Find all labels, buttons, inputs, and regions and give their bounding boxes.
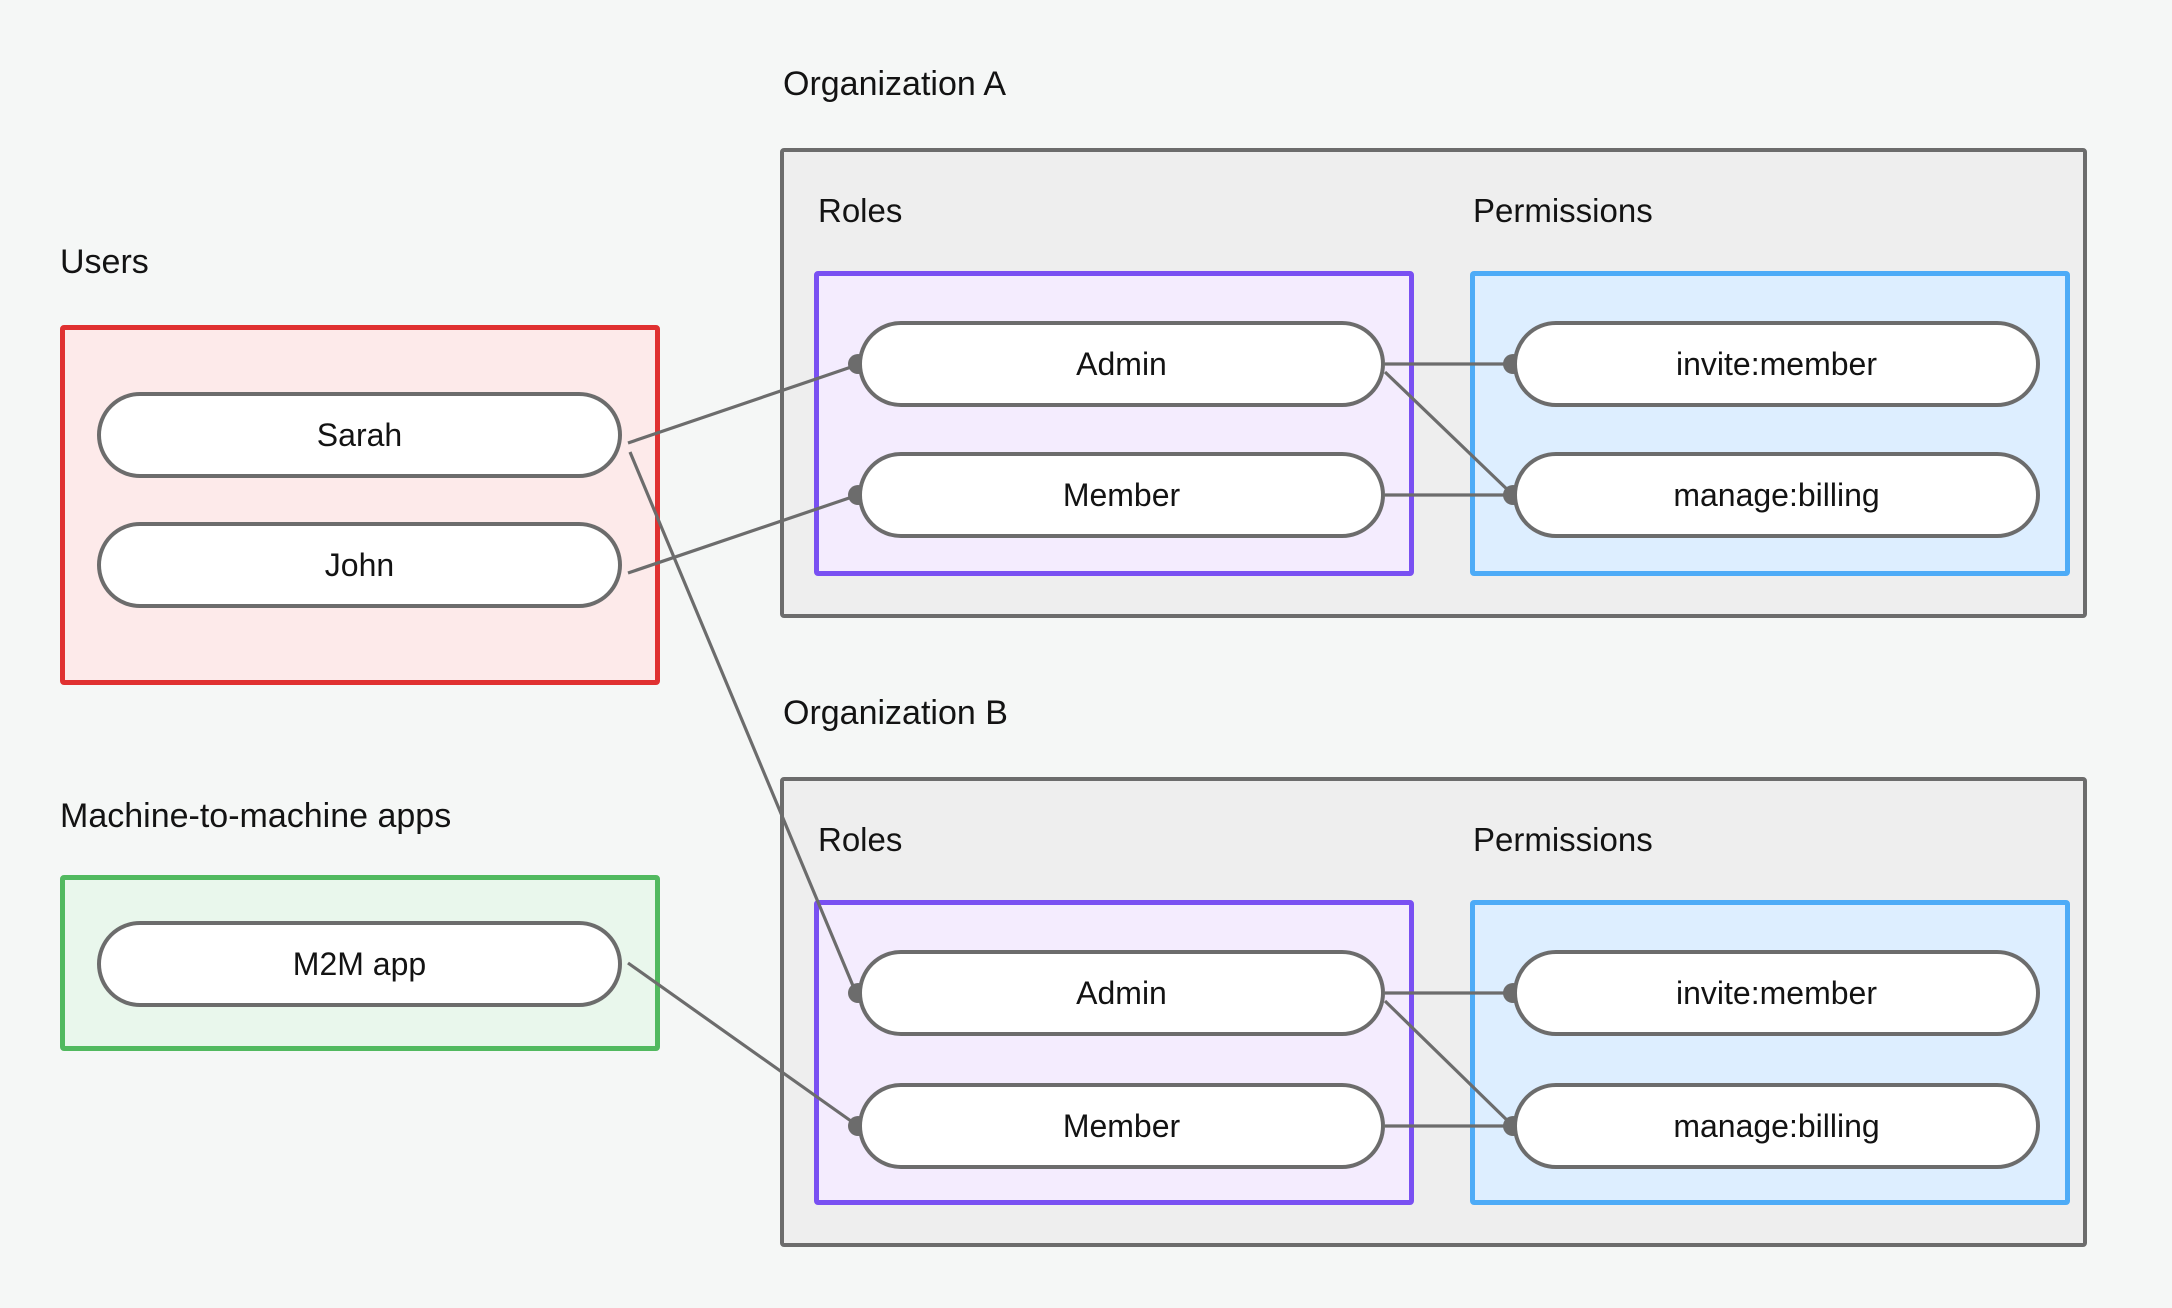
user-pill-sarah[interactable]: Sarah: [97, 392, 622, 478]
org-b-role-pill-admin[interactable]: Admin: [858, 950, 1385, 1036]
org-a-permission-pill-manage-billing[interactable]: manage:billing: [1513, 452, 2040, 538]
org-a-role-pill-member[interactable]: Member: [858, 452, 1385, 538]
org-a-role-pill-admin[interactable]: Admin: [858, 321, 1385, 407]
org-b-permission-pill-manage-billing[interactable]: manage:billing: [1513, 1083, 2040, 1169]
org-b-title: Organization B: [783, 694, 1008, 732]
org-b-permission-pill-invite-member[interactable]: invite:member: [1513, 950, 2040, 1036]
org-a-title: Organization A: [783, 65, 1007, 103]
m2m-group-title: Machine-to-machine apps: [60, 797, 452, 835]
users-group-box: [60, 325, 660, 685]
org-a-permission-pill-invite-member[interactable]: invite:member: [1513, 321, 2040, 407]
org-b-roles-title: Roles: [818, 821, 903, 858]
m2m-pill-app[interactable]: M2M app: [97, 921, 622, 1007]
org-a-roles-title: Roles: [818, 192, 903, 229]
users-group-title: Users: [60, 243, 149, 281]
org-b-permissions-title: Permissions: [1473, 821, 1653, 858]
org-a-permissions-title: Permissions: [1473, 192, 1653, 229]
org-b-role-pill-member[interactable]: Member: [858, 1083, 1385, 1169]
user-pill-john[interactable]: John: [97, 522, 622, 608]
